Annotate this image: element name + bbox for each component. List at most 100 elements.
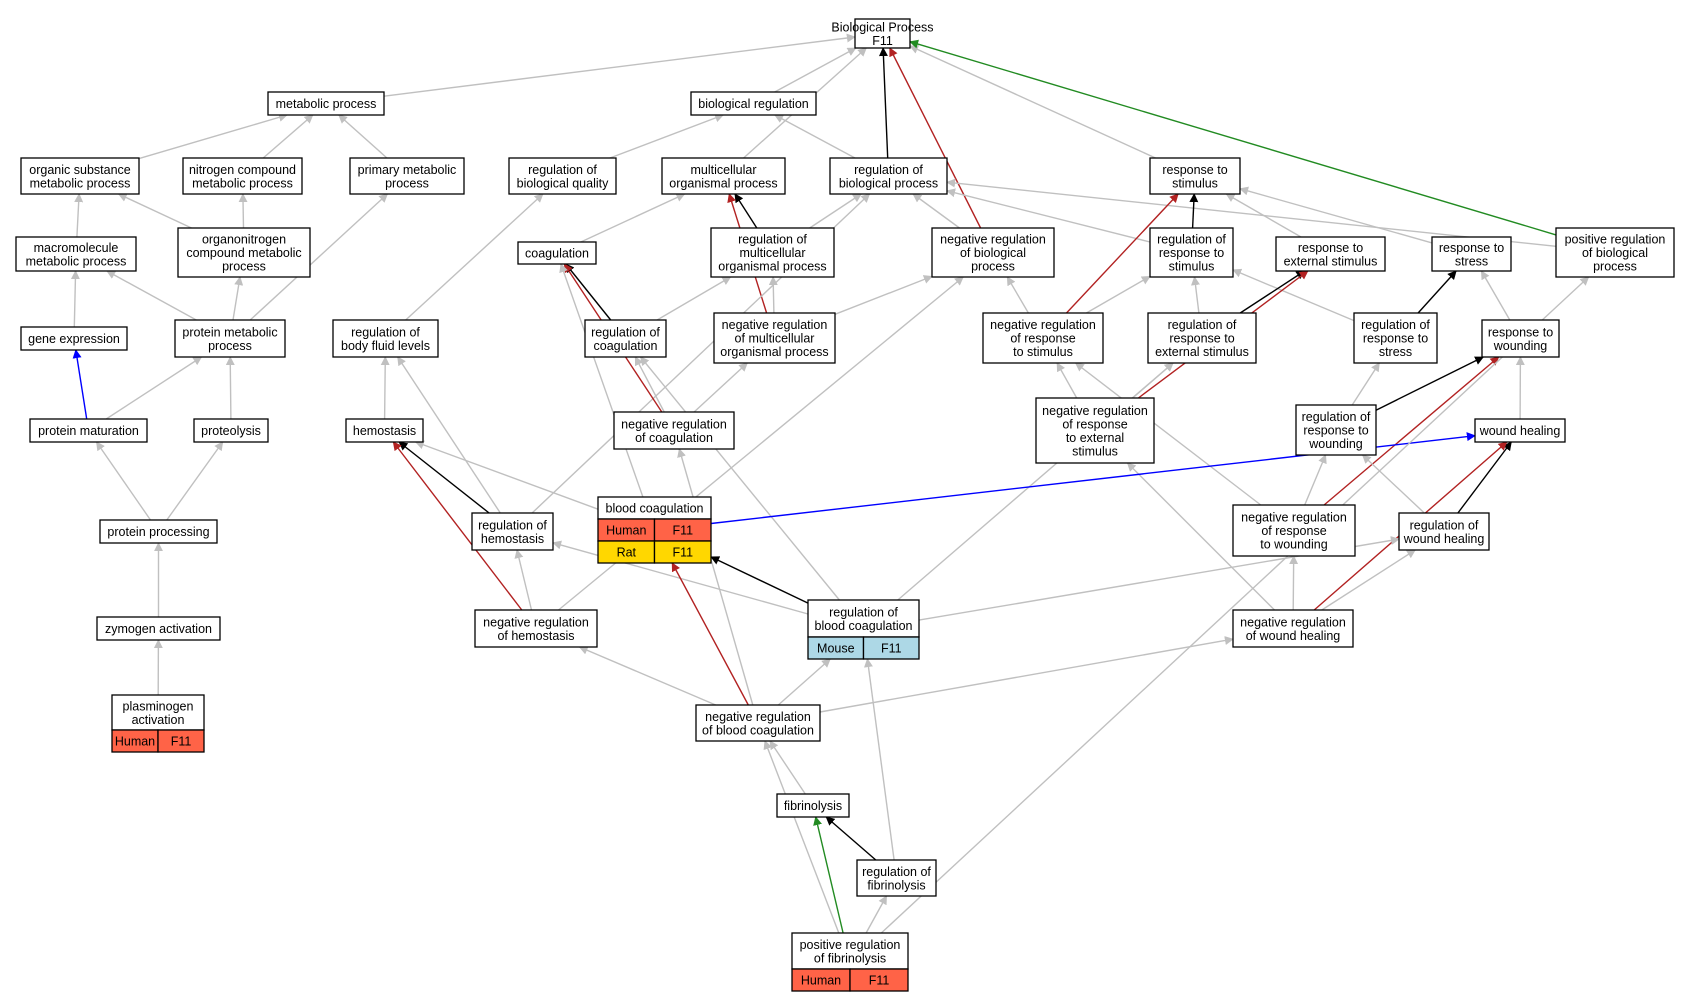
node-organonit-label-line: compound metabolic — [186, 246, 301, 260]
node-negregbio-label-line: of biological — [960, 246, 1026, 260]
node-bp-label-line: Biological Process — [831, 20, 933, 34]
node-reghemo-label-line: regulation of — [478, 518, 547, 532]
node-posregfibrin-species-label: Human — [801, 974, 841, 988]
node-regbioqual-label-line: biological quality — [517, 176, 609, 190]
node-primary-label-line: process — [385, 176, 429, 190]
node-reghemo-label-line: hemostasis — [481, 532, 544, 546]
edge-primary-to-metabolic — [339, 115, 387, 158]
edge-protproc-to-proteolysis — [167, 442, 223, 520]
node-coag[interactable]: coagulation — [518, 242, 596, 264]
node-regrespext-label-line: external stimulus — [1155, 345, 1249, 359]
node-respwound-label-line: response to — [1488, 325, 1553, 339]
edge-regwoundheal-to-regrespwound — [1363, 455, 1425, 513]
node-macromol-label-line: metabolic process — [26, 254, 127, 268]
edge-bloodcoag-to-coag — [561, 264, 643, 497]
edge-macromol-to-organic — [77, 194, 79, 237]
edge-negregrespstim-to-negregbio — [1007, 277, 1028, 313]
edge-negregbloodcoag-to-negreghemo — [580, 647, 716, 705]
node-posregbio-label-line: process — [1593, 260, 1637, 274]
node-posregfibrin-gene-label: F11 — [869, 974, 890, 988]
node-bioreg[interactable]: biological regulation — [691, 92, 816, 115]
edge-negregwound-to-regwoundheal — [1322, 550, 1415, 610]
node-geneexp[interactable]: gene expression — [21, 327, 127, 350]
node-negregmulti-label-line: organismal process — [720, 345, 828, 359]
node-posregbio-label-line: positive regulation — [1565, 233, 1666, 247]
node-regbloodcoag-gene-label: F11 — [881, 642, 902, 656]
edge-organic-to-metabolic — [139, 115, 287, 159]
edge-negregrespext-to-negregrespstim — [1057, 363, 1077, 398]
node-protproc[interactable]: protein processing — [100, 520, 217, 543]
node-proteolysis[interactable]: proteolysis — [194, 419, 268, 442]
node-metabolic[interactable]: metabolic process — [268, 92, 384, 115]
node-organic-label-line: organic substance — [29, 163, 131, 177]
edge-regrespstress-to-respstress — [1418, 271, 1456, 313]
edge-regfibrin-to-fibrinolysis — [826, 817, 876, 860]
node-organonit-label-line: organonitrogen — [202, 233, 286, 247]
node-hemostasis-label-line: hemostasis — [353, 424, 416, 438]
node-regfibrin-label-line: regulation of — [862, 865, 931, 879]
node-bioreg-label-line: biological regulation — [698, 97, 809, 111]
node-negregmulti-label-line: of multicellular — [735, 332, 815, 346]
edge-regmulti-to-regbio — [810, 194, 862, 228]
edge-coag-to-multicell — [581, 194, 685, 242]
node-negregbloodcoag-label-line: of blood coagulation — [702, 723, 814, 737]
node-organic-label-line: metabolic process — [30, 176, 131, 190]
node-respstress-label-line: response to — [1439, 241, 1504, 255]
node-regcoag-label-line: coagulation — [594, 339, 658, 353]
node-protmat[interactable]: protein maturation — [30, 419, 147, 442]
node-fibrinolysis[interactable]: fibrinolysis — [777, 794, 849, 817]
node-woundheal[interactable]: wound healing — [1475, 419, 1565, 442]
edge-respstim-to-bp — [910, 46, 1156, 158]
node-regwoundheal-label-line: regulation of — [1410, 518, 1479, 532]
edge-respwound-to-respstress — [1481, 271, 1509, 320]
node-regrespext-label-line: response to — [1169, 332, 1234, 346]
node-negregrespext-label-line: negative regulation — [1042, 404, 1148, 418]
node-zymogen[interactable]: zymogen activation — [97, 617, 220, 640]
node-negregrespext-label-line: stimulus — [1072, 444, 1118, 458]
edge-regrespwound-to-regrespstress — [1352, 363, 1379, 405]
node-regbioqual-label-line: regulation of — [528, 163, 597, 177]
edge-nitrogen-to-metabolic — [263, 115, 313, 158]
edge-negregbloodcoag-to-negregcoag — [679, 449, 753, 705]
edge-negreghemo-to-reghemo — [517, 550, 532, 610]
node-hemostasis[interactable]: hemostasis — [346, 419, 423, 442]
